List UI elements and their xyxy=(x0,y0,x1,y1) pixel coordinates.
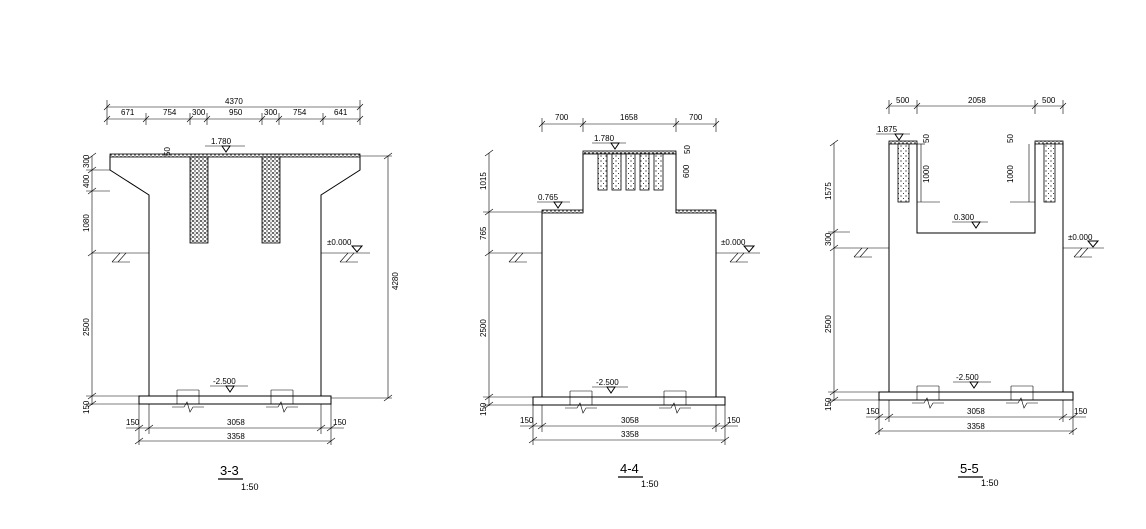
dim-bottom-right: 150 xyxy=(1074,407,1088,416)
dim-left-4: 2500 xyxy=(82,318,91,336)
elev-inner: 0.300 xyxy=(954,213,975,222)
elev-bottom: -2.500 xyxy=(956,373,979,382)
dim-bottom-left: 150 xyxy=(866,407,880,416)
dim-top-seg-7: 641 xyxy=(334,108,348,117)
dim-top-seg-6: 754 xyxy=(293,108,307,117)
elev-top: 1.780 xyxy=(594,134,615,143)
dim-bottom-mid: 3058 xyxy=(227,418,245,427)
dim-bottom-total: 3358 xyxy=(967,422,985,431)
dim-bottom-mid: 3058 xyxy=(621,416,639,425)
dim-left-2: 400 xyxy=(82,174,91,188)
note-1000a: 1000 xyxy=(922,165,931,183)
section-title: 5-5 xyxy=(960,461,979,476)
dim-bottom-mid: 3058 xyxy=(967,407,985,416)
dim-bottom-left: 150 xyxy=(520,416,534,425)
elev-ground: ±0.000 xyxy=(1068,233,1093,242)
elev-bottom: -2.500 xyxy=(596,378,619,387)
note-50b: 50 xyxy=(1006,134,1015,143)
section-title: 3-3 xyxy=(220,463,239,478)
dim-top-seg-3: 500 xyxy=(1042,96,1056,105)
dim-top-seg-1: 700 xyxy=(555,113,569,122)
note-50: 50 xyxy=(683,145,692,154)
dim-left-4: 150 xyxy=(479,402,488,416)
section-scale: 1:50 xyxy=(641,479,659,489)
dim-top-seg-2: 2058 xyxy=(968,96,986,105)
dim-bottom-total: 3358 xyxy=(227,432,245,441)
dim-left-1: 1575 xyxy=(824,182,833,200)
dim-top-seg-1: 671 xyxy=(121,108,135,117)
note-50a: 50 xyxy=(922,134,931,143)
section-4-4: 700 1658 700 1.780 0.765 50 600 ±0.000 xyxy=(479,113,760,489)
dim-bottom-total: 3358 xyxy=(621,430,639,439)
elev-ground: ±0.000 xyxy=(721,238,746,247)
section-scale: 1:50 xyxy=(241,482,259,492)
elev-top: 1.780 xyxy=(211,137,232,146)
section-3-3: 4370 671 754 300 950 300 754 641 xyxy=(82,97,400,492)
dim-right: 4280 xyxy=(391,272,400,290)
dim-left-5: 150 xyxy=(82,400,91,414)
dim-left-4: 150 xyxy=(824,397,833,411)
section-5-5: 500 2058 500 1.875 0.300 50 1000 50 1000 xyxy=(824,96,1104,488)
dim-left-3: 2500 xyxy=(824,315,833,333)
dim-left-3: 1080 xyxy=(82,214,91,232)
dim-left-1: 300 xyxy=(82,154,91,168)
dim-top-seg-1: 500 xyxy=(896,96,910,105)
dim-left-2: 300 xyxy=(824,232,833,246)
dim-left-2: 765 xyxy=(479,226,488,240)
elev-step: 0.765 xyxy=(538,193,559,202)
dim-left-1: 1015 xyxy=(479,172,488,190)
elev-top: 1.875 xyxy=(877,125,898,134)
note-600: 600 xyxy=(682,164,691,178)
dim-bottom-right: 150 xyxy=(333,418,347,427)
elev-ground: ±0.000 xyxy=(327,238,352,247)
dim-top-seg-5: 300 xyxy=(264,108,278,117)
note-1000b: 1000 xyxy=(1006,165,1015,183)
section-title: 4-4 xyxy=(620,461,639,476)
dim-top-seg-3: 300 xyxy=(192,108,206,117)
dim-top-seg-4: 950 xyxy=(229,108,243,117)
dim-top-seg-3: 700 xyxy=(689,113,703,122)
dim-top-total: 4370 xyxy=(225,97,243,106)
dim-bottom-right: 150 xyxy=(727,416,741,425)
section-scale: 1:50 xyxy=(981,478,999,488)
note-50: 50 xyxy=(163,147,172,156)
dim-top-seg-2: 754 xyxy=(163,108,177,117)
dim-top-seg-2: 1658 xyxy=(620,113,638,122)
dim-left-3: 2500 xyxy=(479,319,488,337)
dim-bottom-left: 150 xyxy=(126,418,140,427)
elev-bottom: -2.500 xyxy=(213,377,236,386)
